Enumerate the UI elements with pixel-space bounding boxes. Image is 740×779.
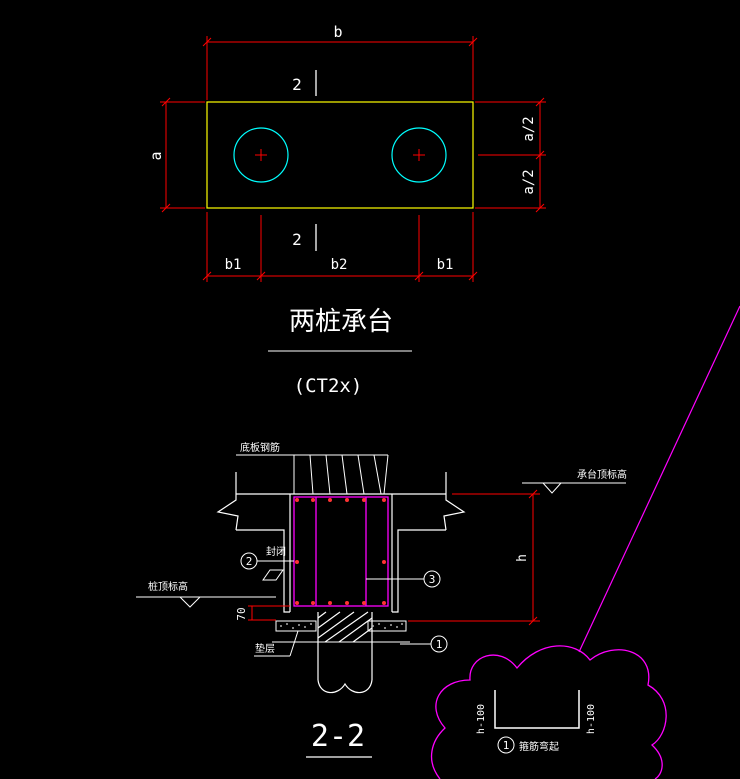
closure-label: 封闭 <box>266 545 286 558</box>
cap-section-outline <box>216 472 466 613</box>
section-mark-top-label: 2 <box>292 75 302 94</box>
cap-outline <box>206 101 474 209</box>
bottom-rebar-label: 底板钢筋 <box>240 441 280 454</box>
rebar-dots <box>295 498 386 605</box>
pile-center-mark-right <box>413 149 425 161</box>
callout-2-label: 2 <box>246 555 253 568</box>
detail-left-dim: h-100 <box>476 704 487 734</box>
pile-section <box>317 611 373 694</box>
cushion-leader-diag <box>289 630 299 657</box>
detail-callout-label: 1 <box>503 739 510 752</box>
plan-code: (CT2x) <box>294 375 363 397</box>
dim-h-label: h <box>515 554 530 562</box>
dim-70-label: 70 <box>235 607 248 620</box>
dim-right-a-half <box>475 97 546 213</box>
cushion-left <box>275 620 317 632</box>
cap-top-elev-label: 承台顶标高 <box>577 468 627 481</box>
dim-left-a <box>160 97 205 213</box>
callout-3-label: 3 <box>429 573 436 586</box>
dim-bottom <box>202 212 478 282</box>
cushion-right <box>367 620 407 632</box>
detail-right-dim: h-100 <box>586 704 597 734</box>
dim-h <box>408 489 540 626</box>
dim-70 <box>248 605 290 621</box>
pile-circle-right <box>391 127 447 183</box>
dim-left-a-label: a <box>147 151 165 160</box>
dim-bottom-b1-right: b1 <box>437 257 454 273</box>
dim-top-b <box>202 36 478 100</box>
rebar-leader-ticks <box>293 454 389 495</box>
rebar-cage <box>293 496 389 607</box>
dim-bottom-b1-left: b1 <box>225 257 242 273</box>
detail-leader <box>578 305 740 653</box>
section-title: 2-2 <box>311 719 365 754</box>
closure-diamond <box>262 569 284 581</box>
detail-cloud: h-100 h-100 1 箍筋弯起 <box>430 305 740 779</box>
detail-stirrup <box>494 690 580 729</box>
dim-right-upper-label: a/2 <box>521 116 537 141</box>
pile-circle-left <box>233 127 289 183</box>
dim-top-b-label: b <box>333 23 342 41</box>
pile-center-mark-left <box>255 149 267 161</box>
cap-top-elev-symbol <box>542 482 562 494</box>
pile-top-elev-symbol <box>179 596 201 608</box>
detail-callout-circle <box>497 736 515 754</box>
callout-1-label: 1 <box>436 638 443 651</box>
plan-title: 两桩承台 <box>289 307 393 337</box>
section-view: 底板钢筋 承台顶标高 <box>136 441 627 758</box>
cushion-label: 垫层 <box>255 642 275 655</box>
section-mark-bottom-label: 2 <box>292 230 302 249</box>
pile-top-elev-label: 桩顶标高 <box>148 580 188 593</box>
dim-bottom-b2: b2 <box>331 257 348 273</box>
revision-cloud <box>430 645 667 779</box>
dim-right-lower-label: a/2 <box>521 169 537 194</box>
plan-view: b a a/2 a/2 2 2 <box>147 23 546 397</box>
cushion-pattern <box>280 623 403 629</box>
detail-caption: 箍筋弯起 <box>519 740 559 753</box>
